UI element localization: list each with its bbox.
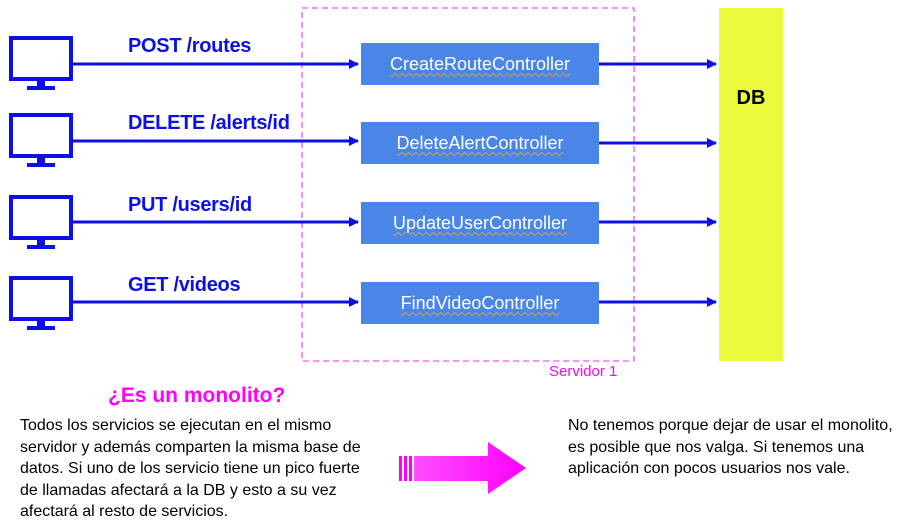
request-label-get-videos: GET /videos bbox=[128, 274, 241, 296]
monitor-icon bbox=[9, 195, 73, 249]
database-box: DB bbox=[719, 8, 783, 361]
question-heading: ¿Es un monolito? bbox=[108, 384, 286, 407]
controller-box-update-user: UpdateUserController bbox=[361, 202, 599, 244]
controller-label: UpdateUserController bbox=[392, 212, 568, 233]
controller-box-create-route: CreateRouteController bbox=[361, 43, 599, 85]
controller-box-find-video: FindVideoController bbox=[361, 282, 599, 324]
controller-label: CreateRouteController bbox=[389, 53, 571, 74]
database-label: DB bbox=[736, 87, 766, 109]
controller-label: FindVideoController bbox=[400, 292, 560, 313]
magenta-arrow-icon bbox=[399, 442, 526, 494]
request-label-put-users: PUT /users/id bbox=[128, 194, 252, 216]
right-paragraph: No tenemos porque dejar de usar el monol… bbox=[568, 417, 893, 477]
request-label-delete-alerts: DELETE /alerts/id bbox=[128, 112, 290, 134]
monitor-icon bbox=[9, 276, 73, 330]
request-label-post-routes: POST /routes bbox=[128, 35, 252, 57]
left-paragraph: Todos los servicios se ejecutan en el mi… bbox=[20, 417, 361, 520]
server-boundary bbox=[301, 7, 635, 362]
controller-box-delete-alert: DeleteAlertController bbox=[361, 122, 599, 164]
controller-label: DeleteAlertController bbox=[396, 132, 564, 153]
monitor-icon bbox=[9, 36, 73, 90]
monitor-icon bbox=[9, 113, 73, 167]
server-label: Servidor 1 bbox=[549, 363, 618, 380]
